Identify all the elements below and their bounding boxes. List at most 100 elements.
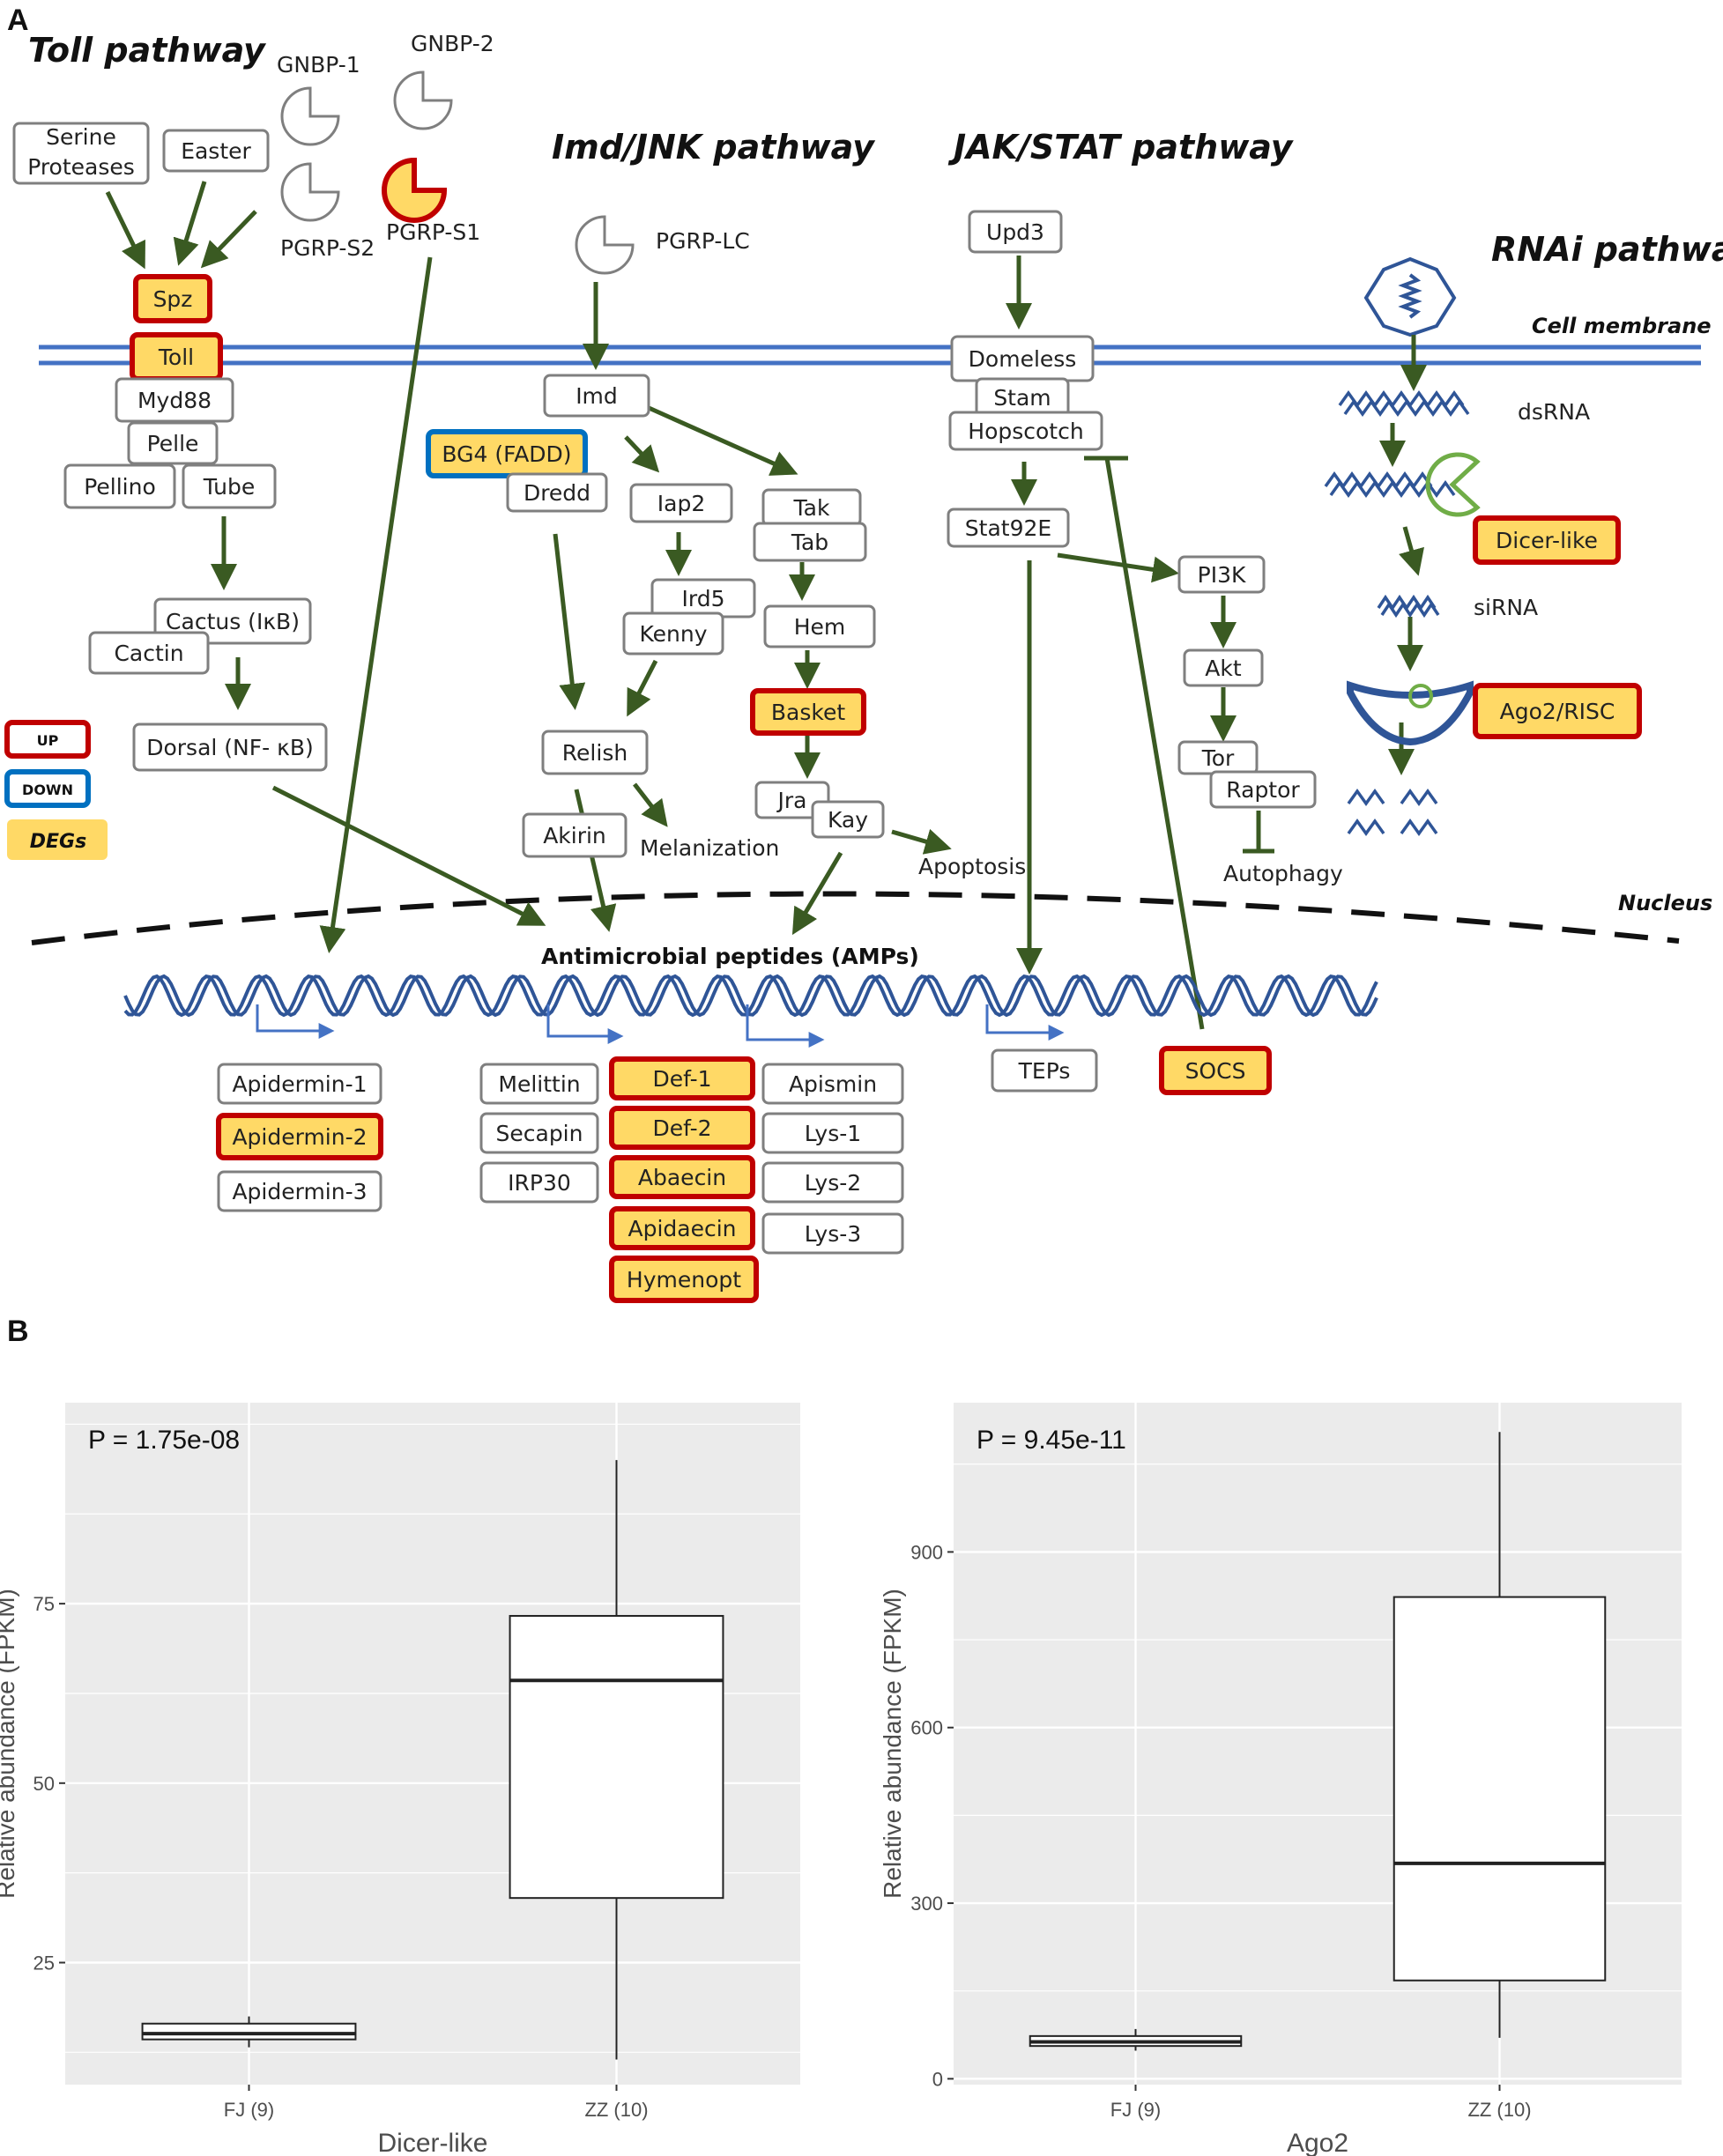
risc-complex-icon <box>1347 680 1474 746</box>
node-hymenopt-label: Hymenopt <box>627 1267 741 1293</box>
dsrna-label: dsRNA <box>1518 399 1590 425</box>
p-value-annotation: P = 1.75e-08 <box>88 1426 240 1455</box>
box-2 <box>1393 1432 1607 2038</box>
y-tick-label: 0 <box>932 2068 943 2090</box>
node-tab: Tab <box>753 522 867 562</box>
pathway-nodes: Serine Proteases EasterSpzTollMyd88Pelle… <box>12 122 1642 1303</box>
y-tick-label: 75 <box>33 1593 55 1615</box>
rna-squiggles <box>1324 389 1470 837</box>
node-kay-label: Kay <box>828 807 868 833</box>
y-tick-label: 300 <box>910 1893 943 1915</box>
node-upd3: Upd3 <box>968 210 1063 254</box>
gnbp1-label: GNBP-1 <box>277 52 360 78</box>
node-ird5-label: Ird5 <box>682 586 725 611</box>
node-akt: Akt <box>1183 648 1264 687</box>
node-melittin-label: Melittin <box>498 1071 580 1097</box>
node-cactin-label: Cactin <box>114 641 183 666</box>
svg-text:Proteases: Proteases <box>27 154 135 180</box>
node-relish: Relish <box>541 730 649 775</box>
node-cactin: Cactin <box>88 631 210 675</box>
x-axis-label: Dicer-like <box>377 2129 487 2156</box>
node-stat92e-label: Stat92E <box>965 515 1051 541</box>
node-pellino-label: Pellino <box>84 474 156 500</box>
pgrp-lc-receptor-icon <box>575 215 635 275</box>
pgrp-lc-label: PGRP-LC <box>656 228 750 254</box>
y-tick-label: 50 <box>33 1773 55 1795</box>
dicer-icon <box>1425 452 1481 517</box>
transcription-arrows <box>256 1004 1065 1048</box>
node-bg4-label: BG4 (FADD) <box>442 441 571 467</box>
node-tor: Tor <box>1177 740 1259 775</box>
node-bg4: BG4 (FADD) <box>426 429 588 478</box>
boxplots: 25 50 75 FJ (9) ZZ (10) P = 1.75e-08Dicer-lik… <box>0 1403 1682 2156</box>
node-apidermin3-label: Apidermin-3 <box>232 1179 367 1204</box>
apoptosis-label: Apoptosis <box>918 854 1026 879</box>
node-pi3k: PI3K <box>1177 555 1266 594</box>
p-value-annotation: P = 9.45e-11 <box>977 1426 1126 1455</box>
node-dredd: Dredd <box>506 472 608 513</box>
legend-degs-swatch <box>7 819 108 860</box>
node-cactus: Cactus (IκB) <box>153 597 312 645</box>
dna-helix <box>123 974 1378 1018</box>
node-tube-label: Tube <box>203 474 256 500</box>
node-melittin: Melittin <box>479 1063 599 1105</box>
x-axis-label: Ago2 <box>1287 2129 1348 2156</box>
node-jra: Jra <box>754 781 830 819</box>
node-apidermin2: Apidermin-2 <box>216 1113 383 1160</box>
node-iap2-label: Iap2 <box>657 491 705 516</box>
node-basket: Basket <box>750 688 866 736</box>
node-myd88: Myd88 <box>115 377 234 423</box>
node-kay: Kay <box>811 800 885 839</box>
node-irp30: IRP30 <box>479 1161 599 1204</box>
node-iap2: Iap2 <box>629 483 733 523</box>
pgrp-s1-receptor-icon <box>382 157 448 223</box>
pathway-arrows <box>105 181 1427 1030</box>
node-ago2: Ago2/RISC <box>1473 683 1642 739</box>
node-pelle-label: Pelle <box>147 431 199 456</box>
node-apismin-label: Apismin <box>789 1071 877 1097</box>
toll-pathway-title: Toll pathway <box>28 31 267 70</box>
boxplot-1: 25 50 75 FJ (9) ZZ (10) P = 1.75e-08Dicer-lik… <box>0 1403 800 2156</box>
node-ago2-label: Ago2/RISC <box>1500 699 1615 724</box>
gnbp2-receptor-icon <box>393 70 453 130</box>
node-stam-label: Stam <box>993 385 1051 411</box>
jak-stat-pathway-title: JAK/STAT pathway <box>947 128 1295 167</box>
gnbp2-label: GNBP-2 <box>411 31 494 56</box>
box-1 <box>1029 2028 1243 2051</box>
y-axis-label: Relative abundance (FPKM) <box>879 1589 906 1899</box>
rnai-pathway-title: RNAi pathway <box>1491 230 1723 269</box>
node-teps-label: TEPs <box>1018 1058 1071 1084</box>
node-raptor: Raptor <box>1209 770 1317 809</box>
node-tak-label: Tak <box>793 495 830 521</box>
node-tor-label: Tor <box>1201 745 1235 771</box>
node-hymenopt: Hymenopt <box>609 1256 759 1303</box>
nucleus-boundary: Nucleus <box>31 891 1712 945</box>
y-tick-label: 600 <box>910 1717 943 1739</box>
pgrp-s2-receptor-icon <box>280 162 340 222</box>
cell-membrane-label: Cell membrane <box>1532 314 1712 338</box>
node-dicer-label: Dicer-like <box>1496 528 1598 553</box>
y-tick-label: 25 <box>33 1952 55 1974</box>
node-serine-proteases: Serine Proteases <box>12 122 150 185</box>
node-apidermin2-label: Apidermin-2 <box>232 1124 367 1150</box>
node-kenny: Kenny <box>622 611 724 656</box>
node-lys1: Lys-1 <box>761 1112 904 1154</box>
node-dorsal-label: Dorsal (NF- κB) <box>146 735 314 760</box>
node-apismin: Apismin <box>761 1063 904 1105</box>
x-tick-label: ZZ (10) <box>584 2099 648 2121</box>
node-relish-label: Relish <box>562 740 628 766</box>
x-tick-label: FJ (9) <box>224 2099 274 2121</box>
node-socs-label: SOCS <box>1185 1058 1246 1084</box>
node-imd-label: Imd <box>576 383 618 409</box>
node-def1-label: Def-1 <box>653 1066 712 1092</box>
box-2 <box>509 1460 724 2060</box>
node-apidermin1: Apidermin-1 <box>217 1063 382 1105</box>
node-kenny-label: Kenny <box>639 621 707 647</box>
virus-icon <box>1363 256 1457 337</box>
node-toll: Toll <box>130 332 223 382</box>
node-cactus-label: Cactus (IκB) <box>166 609 300 634</box>
node-def2-label: Def-2 <box>653 1115 712 1141</box>
legend-degs-label: DEGs <box>30 831 86 853</box>
